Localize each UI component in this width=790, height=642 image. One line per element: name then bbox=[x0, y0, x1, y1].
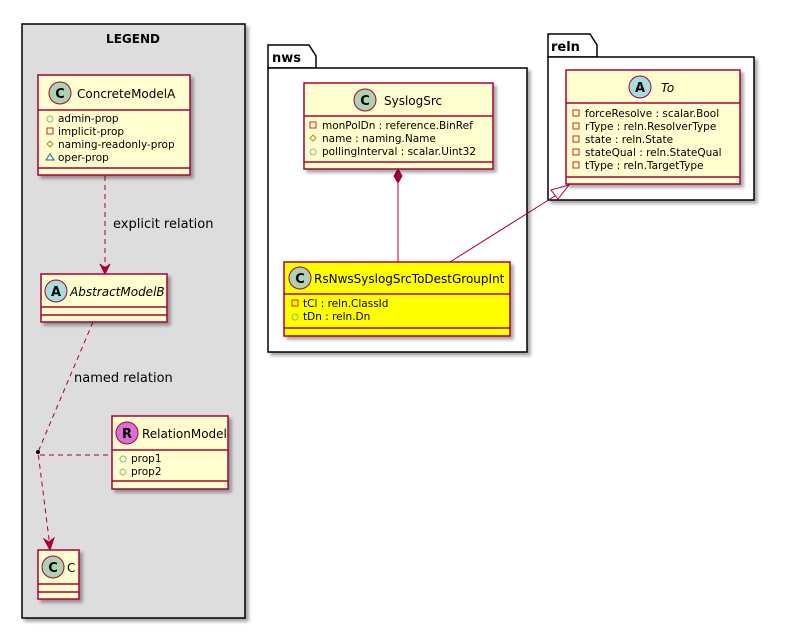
class-attribute: name : naming.Name bbox=[322, 133, 436, 145]
public-visibility-icon bbox=[46, 115, 54, 123]
class-stereotype-circle bbox=[288, 266, 312, 290]
class-stereotype-letter: C bbox=[55, 87, 65, 102]
class-syslog-src[interactable]: C SyslogSrc monPolDn : reference.BinRef … bbox=[303, 82, 494, 170]
class-name: C bbox=[67, 561, 75, 575]
explicit-relation-arrowhead bbox=[99, 263, 111, 276]
explicit-relation-label: explicit relation bbox=[113, 217, 213, 232]
class-attribute: prop1 bbox=[131, 453, 162, 465]
relation-junction-dot bbox=[36, 450, 40, 454]
class-stereotype-circle bbox=[353, 88, 377, 112]
legend-relation-attributes: prop1 prop2 bbox=[119, 453, 162, 478]
class-c[interactable]: C C bbox=[37, 549, 80, 600]
class-box bbox=[283, 261, 511, 337]
class-attribute: forceResolve : scalar.Bool bbox=[585, 108, 719, 120]
class-concrete-model-a[interactable]: C ConcreteModelA admin-prop implicit-pro… bbox=[37, 74, 191, 176]
class-stereotype-circle bbox=[44, 279, 68, 303]
class-attribute: prop2 bbox=[131, 466, 162, 478]
protected-visibility-icon bbox=[46, 140, 54, 148]
class-attribute: stateQual : reln.StateQual bbox=[585, 147, 722, 159]
class-stereotype-letter: A bbox=[635, 81, 645, 96]
class-abstract-model-b[interactable]: A AbstractModelB bbox=[40, 273, 168, 323]
class-stereotype-circle bbox=[628, 75, 652, 99]
package-nws-label: nws bbox=[272, 51, 301, 66]
class-attribute: tCl : reln.ClassId bbox=[303, 298, 388, 310]
named-relation-arrowhead bbox=[42, 536, 56, 552]
private-visibility-icon bbox=[572, 122, 580, 130]
class-stereotype-letter: C bbox=[360, 94, 370, 109]
protected-visibility-icon bbox=[309, 134, 317, 142]
class-name: To bbox=[661, 81, 674, 95]
package-visibility-icon bbox=[45, 153, 55, 161]
class-stereotype-letter: C bbox=[295, 272, 305, 287]
class-box bbox=[111, 415, 229, 490]
class-attribute: rType : reln.ResolverType bbox=[585, 121, 716, 133]
named-relation-label: named relation bbox=[74, 371, 173, 386]
private-visibility-icon bbox=[46, 127, 54, 135]
class-attribute: state : reln.State bbox=[585, 134, 673, 146]
class-attribute: naming-readonly-prop bbox=[58, 139, 175, 151]
class-stereotype-circle bbox=[115, 421, 139, 445]
named-relation-edge bbox=[37, 321, 94, 548]
to-attributes: forceResolve : scalar.Bool rType : reln.… bbox=[572, 108, 722, 172]
class-box bbox=[565, 69, 741, 185]
private-visibility-icon bbox=[572, 135, 580, 143]
public-visibility-icon bbox=[119, 468, 127, 476]
class-attribute: oper-prop bbox=[58, 152, 109, 164]
class-to[interactable]: A To forceResolve : scalar.Bool rType : … bbox=[565, 69, 741, 185]
edges: explicit relation named relation bbox=[36, 167, 571, 552]
class-name: AbstractModelB bbox=[69, 285, 165, 299]
public-visibility-icon bbox=[119, 455, 127, 463]
class-relation-model[interactable]: R RelationModel prop1 prop2 bbox=[111, 415, 229, 490]
class-name: RsNwsSyslogSrcToDestGroupInt bbox=[314, 272, 505, 286]
rs-attributes: tCl : reln.ClassId tDn : reln.Dn bbox=[291, 298, 388, 323]
public-visibility-icon bbox=[309, 148, 317, 156]
class-name: RelationModel bbox=[142, 427, 227, 441]
legend-concrete-attributes: admin-prop implicit-prop naming-readonly… bbox=[45, 113, 175, 164]
class-stereotype-letter: C bbox=[48, 561, 58, 576]
private-visibility-icon bbox=[572, 109, 580, 117]
private-visibility-icon bbox=[309, 121, 317, 129]
private-visibility-icon bbox=[572, 148, 580, 156]
class-stereotype-circle bbox=[48, 81, 72, 105]
legend-title: LEGEND bbox=[106, 32, 160, 46]
class-stereotype-letter: R bbox=[122, 427, 132, 442]
class-box bbox=[303, 82, 494, 170]
class-attribute: pollingInterval : scalar.Uint32 bbox=[322, 146, 476, 158]
private-visibility-icon bbox=[291, 299, 299, 307]
public-visibility-icon bbox=[291, 313, 299, 321]
class-name: SyslogSrc bbox=[384, 94, 442, 108]
syslog-attributes: monPolDn : reference.BinRef name : namin… bbox=[309, 120, 476, 158]
class-attribute: tType : reln.TargetType bbox=[585, 160, 704, 172]
class-name: ConcreteModelA bbox=[77, 87, 176, 101]
inheritance-triangle bbox=[550, 184, 571, 200]
class-attribute: tDn : reln.Dn bbox=[303, 311, 370, 323]
composition-diamond bbox=[393, 167, 403, 185]
class-stereotype-letter: A bbox=[51, 285, 61, 300]
class-rs-nws-syslog-src-to-dest-group-int[interactable]: C RsNwsSyslogSrcToDestGroupInt tCl : rel… bbox=[283, 261, 511, 337]
private-visibility-icon bbox=[572, 161, 580, 169]
inheritance-edge bbox=[449, 193, 559, 263]
package-reln-label: reln bbox=[551, 40, 580, 55]
class-attribute: monPolDn : reference.BinRef bbox=[322, 120, 473, 132]
class-attribute: implicit-prop bbox=[58, 126, 124, 138]
class-stereotype-circle bbox=[41, 555, 65, 579]
class-attribute: admin-prop bbox=[58, 113, 119, 125]
